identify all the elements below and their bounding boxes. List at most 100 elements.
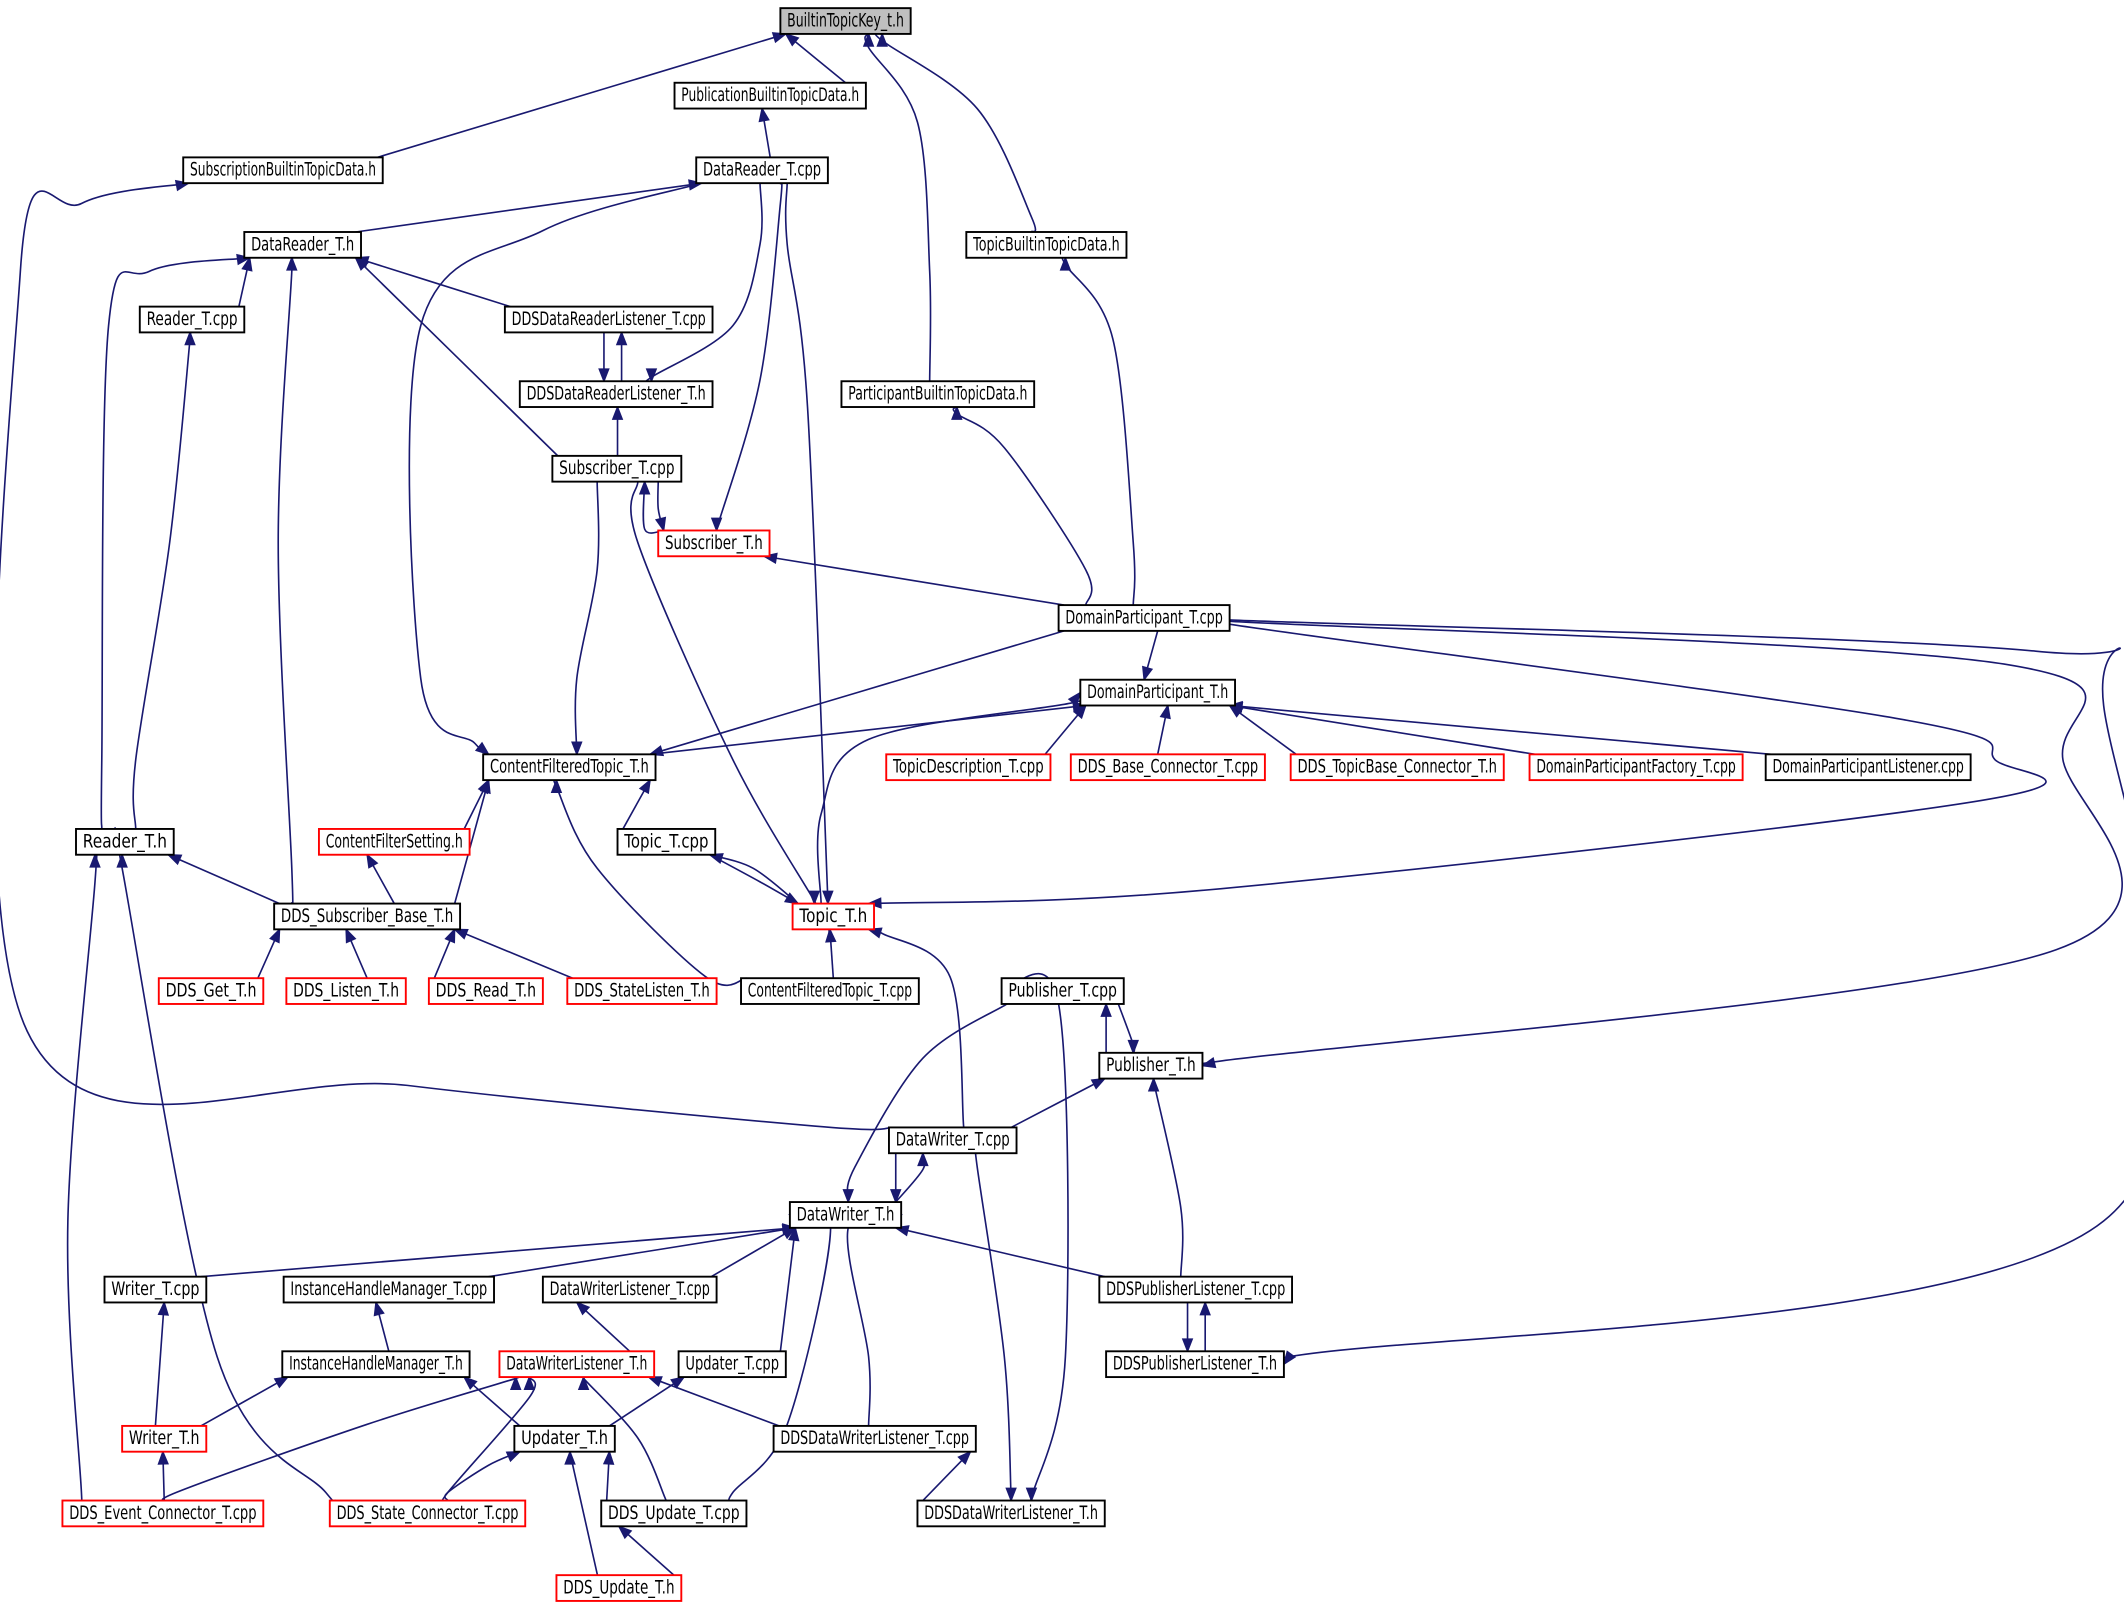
arrowhead — [788, 1225, 800, 1242]
edge-dpcpp-to-ddsplh — [1171, 616, 2124, 1371]
node-ducpp[interactable]: DDS_Update_T.cpp — [600, 1499, 748, 1528]
arrowhead — [479, 778, 491, 795]
node-dph[interactable]: DomainParticipant_T.h — [1079, 678, 1236, 707]
edge-dwcpp-to-pubh — [1010, 1077, 1107, 1129]
node-ppbtd[interactable]: ParticipantBuiltinTopicData.h — [840, 380, 1036, 408]
node-ddsdrlcpp[interactable]: DDSDataReaderListener_T.cpp — [503, 305, 714, 334]
node-label: DDSPublisherListener_T.h — [1113, 1354, 1277, 1375]
edge-wcpp-to-dwh — [200, 1223, 798, 1278]
node-readcpp[interactable]: Reader_T.cpp — [138, 305, 246, 334]
arrowhead — [273, 1376, 290, 1389]
arrowhead — [670, 1376, 686, 1389]
node-box — [673, 81, 867, 110]
arrowhead — [866, 927, 883, 939]
node-dscpp[interactable]: DDS_State_Connector_T.cpp — [328, 1499, 527, 1528]
node-ihmh[interactable]: InstanceHandleManager_T.h — [281, 1350, 471, 1379]
node-label: DomainParticipantListener.cpp — [1772, 757, 1963, 778]
arrowhead — [1159, 703, 1171, 720]
edge-dpcpp-to-cfth — [648, 630, 1065, 757]
node-wcpp[interactable]: Writer_T.cpp — [103, 1275, 208, 1304]
arrowhead — [602, 1449, 615, 1465]
arrowhead — [638, 778, 652, 795]
node-box — [740, 977, 920, 1005]
edge-dlish-to-dsbh — [345, 927, 368, 979]
node-ddsdwlh[interactable]: DDSDataWriterListener_T.h — [916, 1499, 1106, 1528]
node-dwlcpp[interactable]: DataWriterListener_T.cpp — [541, 1275, 718, 1304]
arrowhead — [758, 106, 770, 123]
node-ddsplh[interactable]: DDSPublisherListener_T.h — [1105, 1350, 1285, 1379]
node-dwlh[interactable]: DataWriterListener_T.h — [498, 1350, 656, 1379]
node-dplcpp[interactable]: DomainParticipantListener.cpp — [1764, 753, 1972, 782]
arrowhead — [862, 32, 875, 47]
node-dpfcpp[interactable]: DomainParticipantFactory_T.cpp — [1528, 753, 1744, 782]
node-dwcpp[interactable]: DataWriter_T.cpp — [888, 1126, 1018, 1155]
node-readh[interactable]: Reader_T.h — [75, 828, 175, 856]
node-dpcpp[interactable]: DomainParticipant_T.cpp — [1057, 604, 1231, 632]
node-dtbch[interactable]: DDS_TopicBase_Connector_T.h — [1289, 753, 1505, 782]
node-ddsdwlcpp[interactable]: DDSDataWriterListener_T.cpp — [772, 1424, 977, 1453]
node-wh[interactable]: Writer_T.h — [121, 1424, 208, 1453]
node-tdcpp[interactable]: TopicDescription_T.cpp — [885, 753, 1052, 782]
node-dreadh[interactable]: DDS_Read_T.h — [427, 977, 544, 1005]
node-box — [616, 828, 717, 856]
node-drh[interactable]: DataReader_T.h — [243, 231, 362, 259]
node-box — [779, 7, 912, 35]
node-drcpp[interactable]: DataReader_T.cpp — [695, 156, 829, 185]
node-ddsplcpp[interactable]: DDSPublisherListener_T.cpp — [1098, 1275, 1293, 1304]
node-pbtd[interactable]: PublicationBuiltinTopicData.h — [673, 81, 867, 110]
node-btk[interactable]: BuiltinTopicKey_t.h — [779, 7, 912, 35]
node-dbccpp[interactable]: DDS_Base_Connector_T.cpp — [1069, 753, 1266, 782]
node-box — [1069, 753, 1266, 782]
node-dlish[interactable]: DDS_Listen_T.h — [285, 977, 407, 1005]
edge-dwlh-to-dwlcpp — [575, 1301, 631, 1352]
node-pubh[interactable]: Publisher_T.h — [1098, 1051, 1204, 1080]
node-box — [282, 1275, 495, 1304]
edge-dwcpp-to-ddsdwlh — [974, 1147, 1017, 1510]
node-cfth[interactable]: ContentFilteredTopic_T.h — [482, 753, 657, 782]
node-ddsdrlh[interactable]: DDSDataReaderListener_T.h — [518, 380, 714, 408]
node-duh[interactable]: DDS_Update_T.h — [555, 1574, 683, 1602]
edge-dpcpp-to-subh — [762, 552, 1065, 606]
node-label: DomainParticipant_T.h — [1087, 682, 1228, 703]
node-cfsh[interactable]: ContentFilterSetting.h — [317, 828, 471, 856]
edge-dwlcpp-to-dwh — [710, 1226, 797, 1278]
arrowhead — [611, 405, 624, 420]
node-ihmcpp[interactable]: InstanceHandleManager_T.cpp — [282, 1275, 495, 1304]
node-dsbh[interactable]: DDS_Subscriber_Base_T.h — [273, 902, 462, 931]
node-label: DDSPublisherListener_T.cpp — [1106, 1279, 1285, 1300]
node-dwh[interactable]: DataWriter_T.h — [788, 1201, 903, 1229]
node-updh[interactable]: Updater_T.h — [513, 1424, 616, 1453]
edge-cftcpp-to-cfth — [550, 777, 747, 987]
arrowhead — [452, 928, 469, 940]
node-box — [551, 454, 683, 483]
edge-dsbh-to-readh — [166, 853, 280, 905]
node-toph[interactable]: Topic_T.h — [791, 902, 875, 931]
node-dslh[interactable]: DDS_StateListen_T.h — [566, 977, 718, 1005]
node-label: DDS_Base_Connector_T.cpp — [1078, 757, 1259, 778]
node-box — [1098, 1051, 1204, 1080]
node-topcpp[interactable]: Topic_T.cpp — [616, 828, 717, 856]
node-decpp[interactable]: DDS_Event_Connector_T.cpp — [61, 1499, 265, 1528]
arrowhead — [345, 927, 357, 944]
node-subcpp[interactable]: Subscriber_T.cpp — [551, 454, 683, 483]
edge-readcpp-to-drh — [238, 255, 253, 307]
arrowhead — [710, 517, 723, 533]
node-label: ContentFilteredTopic_T.cpp — [748, 981, 912, 1002]
node-pubcpp[interactable]: Publisher_T.cpp — [1000, 977, 1125, 1005]
node-box — [328, 1499, 527, 1528]
edge-pubh-to-pubcpp — [1100, 1002, 1112, 1053]
node-tbtd[interactable]: TopicBuiltinTopicData.h — [965, 231, 1128, 259]
node-subh[interactable]: Subscriber_T.h — [657, 529, 771, 558]
edge-wh-to-ihmh — [200, 1376, 290, 1427]
arrowhead — [842, 1189, 854, 1204]
arrowhead — [373, 1300, 385, 1317]
node-sbtd[interactable]: SubscriptionBuiltinTopicData.h — [182, 156, 384, 185]
node-cftcpp[interactable]: ContentFilteredTopic_T.cpp — [740, 977, 920, 1005]
arrowhead — [575, 1301, 591, 1316]
node-label: InstanceHandleManager_T.cpp — [290, 1279, 487, 1300]
node-box — [600, 1499, 748, 1528]
node-dgeth[interactable]: DDS_Get_T.h — [157, 977, 265, 1005]
node-updcpp[interactable]: Updater_T.cpp — [677, 1350, 787, 1379]
node-label: DDS_Listen_T.h — [293, 981, 399, 1002]
